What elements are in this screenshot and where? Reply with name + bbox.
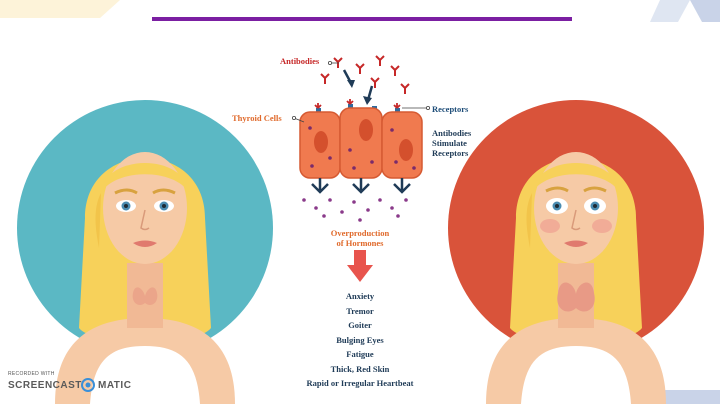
receptors-label: Receptors [432,104,469,114]
stimulate-label-line-2: Stimulate [432,138,467,148]
symptoms-list: Anxiety Tremor Goiter Bulging Eyes Fatig… [290,289,430,391]
symptom-item: Tremor [346,305,374,316]
matic-text: MATIC [98,380,132,391]
down-arrow-icon [347,250,373,282]
screencast-watermark: RECORDED WITH SCREENCAST MATIC [8,371,133,397]
antibodies-label: Antibodies [280,56,320,66]
header-bar [152,17,572,21]
antibody-icons [320,55,410,94]
symptom-item: Goiter [348,320,372,330]
screencast-text: SCREENCAST [8,380,82,391]
antibodies-stimulate-receptors-label: Antibodies Stimulate Receptors [432,128,492,158]
overproduction-label: Overproduction of Hormones [300,228,420,248]
symptom-item: Rapid or Irregular Heartbeat [306,378,414,388]
symptom-item: Thick, Red Skin [330,363,390,374]
woman-figure-right [448,100,704,404]
woman-figure-left [17,100,273,404]
recorded-with-text: RECORDED WITH [8,371,55,377]
thyroid-cells [299,107,423,179]
symptom-item: Fatigue [346,349,374,359]
corner-decoration-top-left [0,0,120,18]
hormone-particles [302,198,408,222]
screencast-logo-icon [81,378,95,392]
stimulate-label-line-1: Antibodies [432,128,472,138]
stimulate-label-line-3: Receptors [432,148,469,158]
corner-decoration-top-right [650,0,720,22]
symptom-item: Bulging Eyes [336,334,384,345]
overproduction-line-1: Overproduction [330,228,390,238]
hormone-release-arrows [311,178,411,194]
symptom-item: Anxiety [345,291,375,301]
thyroid-cells-diagram [292,55,430,222]
thyroid-cells-label: Thyroid Cells [232,113,282,123]
overproduction-line-2: of Hormones [336,238,384,248]
